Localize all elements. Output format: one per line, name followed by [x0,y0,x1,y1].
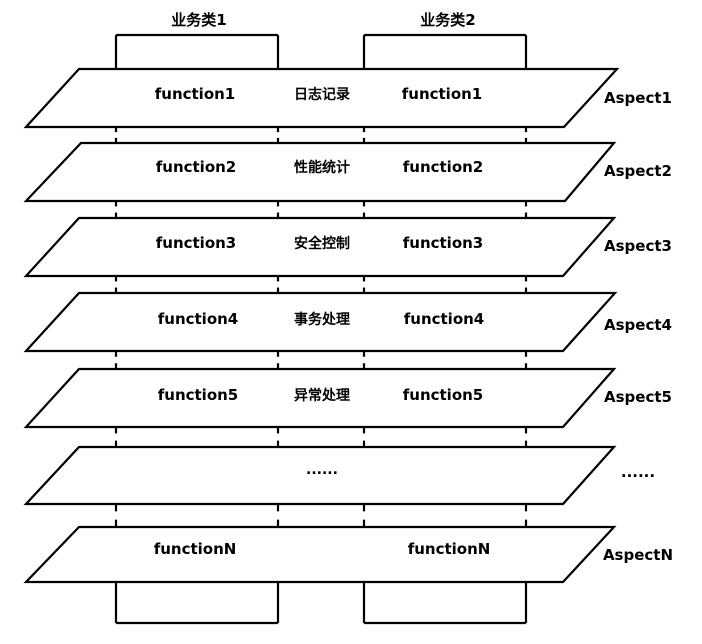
line-gap-mask [523,281,529,288]
layer-2-aspect-label: Aspect2 [604,162,672,180]
layer-1-right-function-label: function1 [402,85,483,103]
line-gap-mask [523,433,529,441]
line-gap-mask [275,132,281,138]
line-gap-mask [523,356,529,364]
line-gap-mask [275,433,281,441]
line-gap-mask [361,206,367,213]
layer-7-aspect-label: AspectN [603,546,673,564]
layer-1-left-function-label: function1 [155,85,236,103]
line-gap-mask [275,511,281,520]
layer-1-concern-label: 日志记录 [294,86,350,103]
line-gap-mask [113,511,119,520]
business-class-2-title: 业务类2 [420,11,475,29]
layer-3-left-function-label: function3 [156,234,237,252]
layer-2-concern-label: 性能统计 [294,159,350,176]
line-gap-mask [361,511,367,520]
layer-5-concern-label: 异常处理 [294,387,350,404]
line-gap-mask [113,356,119,364]
line-gap-mask [113,433,119,441]
layer-6-concern-label: ...... [306,462,338,478]
line-gap-mask [361,433,367,441]
line-gap-mask [523,511,529,520]
layer-1-aspect-label: Aspect1 [604,89,672,107]
line-gap-mask [275,281,281,288]
layer-6-aspect-label: ...... [621,463,655,481]
layer-3-right-function-label: function3 [403,234,484,252]
layer-5-aspect-label: Aspect5 [604,388,672,406]
line-gap-mask [523,132,529,138]
aspect-layer-3 [23,216,617,278]
layer-2-right-function-label: function2 [403,158,484,176]
layer-4-aspect-label: Aspect4 [604,316,672,334]
layer-4-left-function-label: function4 [158,310,239,328]
layer-5-right-function-label: function5 [403,386,484,404]
layer-7-left-function-label: functionN [154,540,237,558]
layer-3-concern-label: 安全控制 [294,235,350,252]
aspect-layer-6 [23,445,617,506]
business-class-1-title: 业务类1 [171,11,226,29]
line-gap-mask [275,206,281,213]
line-gap-mask [523,206,529,213]
line-gap-mask [113,281,119,288]
layer-7-right-function-label: functionN [408,540,491,558]
line-gap-mask [113,132,119,138]
aspect-layer-7 [23,525,617,584]
line-gap-mask [361,281,367,288]
line-gap-mask [275,356,281,364]
aspect-layer-2 [23,141,617,203]
aspect-layer-1 [23,67,620,129]
layer-5-left-function-label: function5 [158,386,239,404]
layer-4-right-function-label: function4 [404,310,485,328]
layer-3-aspect-label: Aspect3 [604,237,672,255]
line-gap-mask [361,132,367,138]
aspect-layer-4 [23,291,618,353]
layer-2-left-function-label: function2 [156,158,237,176]
layer-4-concern-label: 事务处理 [294,311,350,328]
aspect-layer-5 [23,367,617,429]
line-gap-mask [361,356,367,364]
line-gap-mask [113,206,119,213]
